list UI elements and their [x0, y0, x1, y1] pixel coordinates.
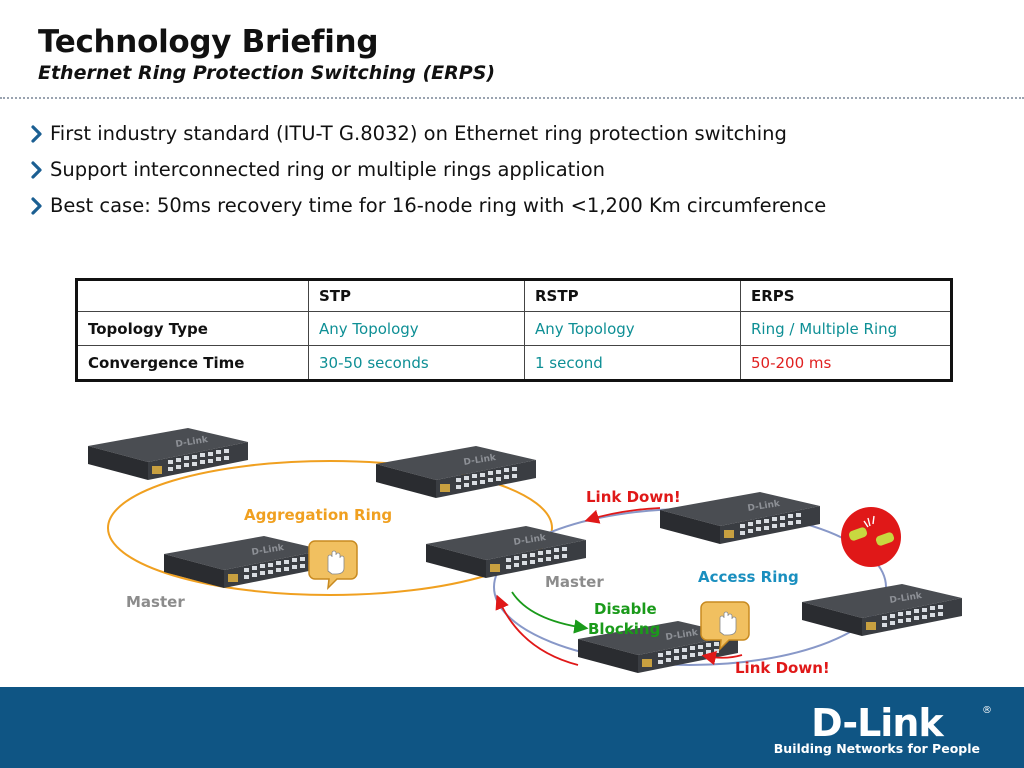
table-header-erps: ERPS: [740, 279, 952, 312]
page-title: Technology Briefing: [38, 24, 379, 60]
chevron-right-icon: [31, 197, 42, 215]
master-center-label: Master: [545, 573, 604, 591]
cell-convergence-rstp: 1 second: [524, 345, 741, 381]
bullet-list: First industry standard (ITU-T G.8032) o…: [28, 122, 826, 230]
access-ring-label: Access Ring: [698, 568, 799, 586]
cell-topology-erps: Ring / Multiple Ring: [740, 311, 952, 346]
cell-convergence-stp: 30-50 seconds: [308, 345, 525, 381]
bullet-item: Support interconnected ring or multiple …: [28, 158, 826, 194]
disable-blocking-label-line1: Disable: [594, 600, 657, 618]
bullet-item: Best case: 50ms recovery time for 16-nod…: [28, 194, 826, 230]
registered-mark: ®: [982, 705, 992, 716]
table-header-empty: [76, 279, 309, 312]
cell-convergence-erps: 50-200 ms: [740, 345, 952, 381]
bullet-item: First industry standard (ITU-T G.8032) o…: [28, 122, 826, 158]
disable-blocking-arrow: [511, 591, 589, 634]
table-row: Topology Type Any Topology Any Topology …: [76, 311, 952, 346]
logo-tagline: Building Networks for People: [773, 741, 980, 756]
master-left-label: Master: [126, 593, 185, 611]
switch-icon: [88, 428, 248, 480]
chevron-right-icon: [31, 161, 42, 179]
footer-bar: D-Link Building Networks for People ®: [0, 687, 1024, 768]
bullet-text: First industry standard (ITU-T G.8032) o…: [50, 122, 787, 145]
table-row: Convergence Time 30-50 seconds 1 second …: [76, 345, 952, 381]
bullet-text: Best case: 50ms recovery time for 16-nod…: [50, 194, 827, 217]
logo-brand: D-Link: [811, 701, 944, 745]
link-down-arrow: [495, 594, 579, 666]
erps-ring-diagram: D-Link Aggregation Ring Access Ring Mast…: [88, 428, 962, 677]
switch-icon: [802, 584, 962, 636]
link-down-bottom-label: Link Down!: [735, 659, 830, 677]
comparison-table: STP RSTP ERPS Topology Type Any Topology…: [75, 278, 953, 382]
bullet-text: Support interconnected ring or multiple …: [50, 158, 606, 181]
row-label-convergence: Convergence Time: [76, 345, 309, 381]
cell-topology-rstp: Any Topology: [524, 311, 741, 346]
blocking-hand-icon: [308, 540, 358, 589]
switch-icon: [660, 492, 820, 544]
aggregation-ring: [107, 460, 553, 596]
page-subtitle: Ethernet Ring Protection Switching (ERPS…: [38, 62, 496, 84]
dlink-logo: D-Link Building Networks for People ®: [773, 701, 992, 756]
link-down-top-label: Link Down!: [586, 488, 681, 506]
table-header-rstp: RSTP: [524, 279, 741, 312]
cell-topology-stp: Any Topology: [308, 311, 525, 346]
link-down-arrow: [584, 507, 661, 524]
switch-icon: [426, 526, 586, 578]
table-header-row: STP RSTP ERPS: [76, 279, 952, 312]
table-header-stp: STP: [308, 279, 525, 312]
title-divider: [0, 97, 1024, 99]
broken-link-icon: [841, 507, 901, 567]
aggregation-ring-label: Aggregation Ring: [244, 506, 392, 524]
chevron-right-icon: [31, 125, 42, 143]
disable-blocking-label-line2: Blocking: [588, 620, 660, 638]
link-down-arrow: [701, 651, 743, 666]
row-label-topology: Topology Type: [76, 311, 309, 346]
